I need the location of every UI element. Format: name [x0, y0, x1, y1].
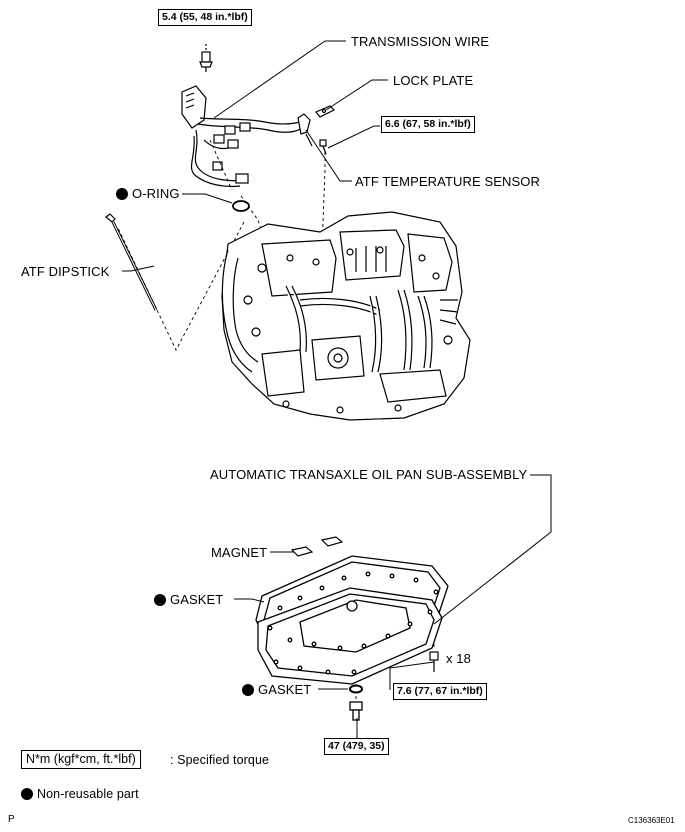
o-ring-label: O-RING — [116, 186, 180, 201]
pan-bolt-torque: 7.6 (77, 67 in.*lbf) — [393, 683, 487, 700]
gasket-plug-label: GASKET — [242, 682, 311, 697]
lock-plate-bolt-torque: 6.6 (67, 58 in.*lbf) — [381, 116, 475, 133]
wire-bolt-torque: 5.4 (55, 48 in.*lbf) — [158, 9, 252, 26]
transaxle-drawing — [221, 211, 471, 421]
drain-plug-drawing — [349, 684, 363, 721]
oil-pan-label: AUTOMATIC TRANSAXLE OIL PAN SUB-ASSEMBLY — [210, 467, 528, 482]
gasket-pan-label: GASKET — [154, 592, 223, 607]
o-ring-drawing — [232, 200, 250, 212]
leader-lines — [122, 40, 552, 740]
oil-pan-drawing — [255, 555, 449, 685]
gasket-plug-text: GASKET — [258, 682, 312, 697]
non-reusable-legend: Non-reusable part — [21, 787, 139, 802]
torque-legend-text: : Specified torque — [170, 753, 270, 767]
drain-plug-torque: 47 (479, 35) — [324, 738, 389, 755]
atf-dipstick-label: ATF DIPSTICK — [21, 264, 110, 279]
o-ring-text: O-RING — [132, 186, 180, 201]
non-reusable-dot-icon — [242, 684, 254, 696]
magnet-label: MAGNET — [211, 545, 268, 560]
transmission-wire-drawing — [181, 44, 313, 188]
gasket-pan-text: GASKET — [170, 592, 224, 607]
bolt-count-label: x 18 — [446, 651, 471, 666]
non-reusable-dot-icon — [154, 594, 166, 606]
figure-id: C136363E01 — [628, 816, 675, 825]
non-reusable-dot-icon — [21, 788, 33, 800]
atf-dipstick-drawing — [105, 213, 158, 311]
atf-temperature-sensor-label: ATF TEMPERATURE SENSOR — [355, 174, 540, 189]
magnet-drawing — [290, 536, 344, 557]
non-reusable-legend-text: Non-reusable part — [37, 787, 139, 801]
lock-plate-drawing — [315, 105, 336, 155]
non-reusable-dot-icon — [116, 188, 128, 200]
wire-bolt-drawing — [199, 51, 213, 72]
lock-plate-label: LOCK PLATE — [393, 73, 474, 88]
torque-legend-box: N*m (kgf*cm, ft.*lbf) — [21, 750, 141, 769]
transmission-wire-label: TRANSMISSION WIRE — [351, 34, 490, 49]
page-letter: P — [8, 814, 15, 825]
